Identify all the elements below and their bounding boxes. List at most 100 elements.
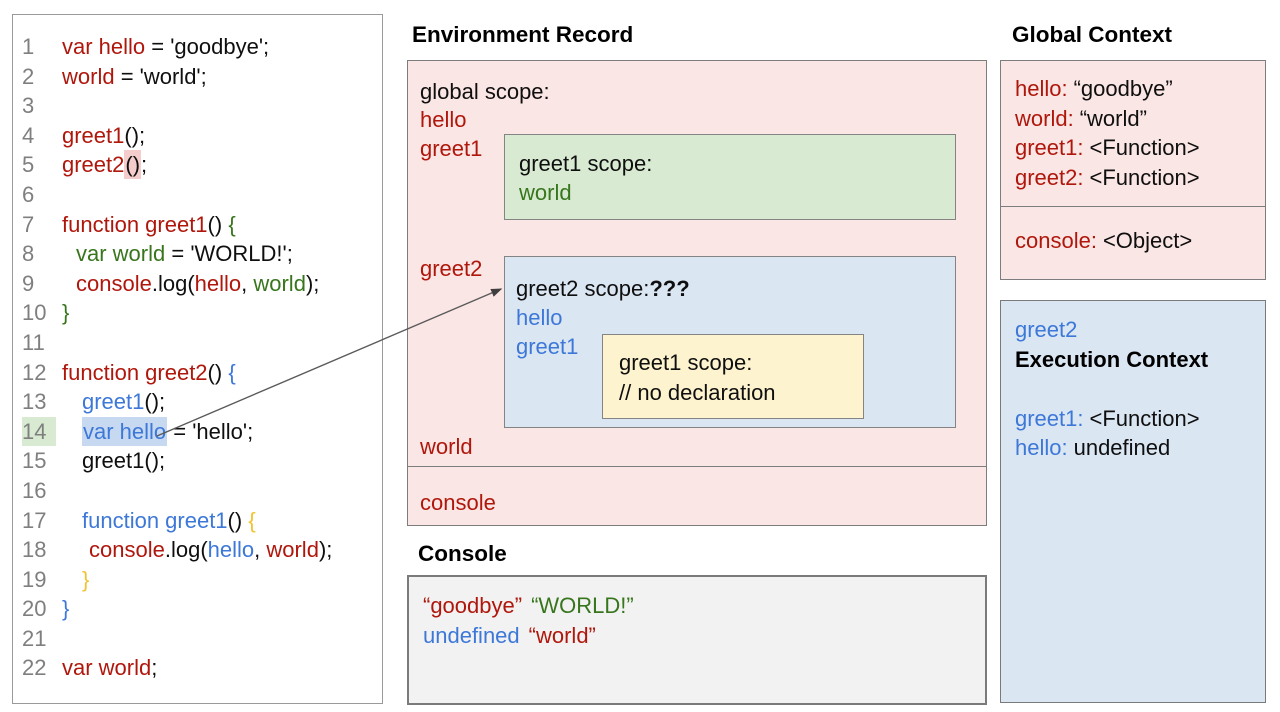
inner-greet1-scope-comment: // no declaration bbox=[619, 379, 776, 405]
code-token: (); bbox=[124, 122, 146, 148]
env-var-greet1: greet1 bbox=[420, 136, 483, 161]
global-context-value: <Function> bbox=[1089, 164, 1200, 190]
line-number: 3 bbox=[22, 93, 35, 119]
code-token: var world bbox=[62, 655, 152, 681]
console-output-line-2: undefined “world” bbox=[423, 621, 985, 651]
greet2-execution-context-box: greet2 Execution Context greet1:<Functio… bbox=[1000, 300, 1266, 703]
code-line-2: 2 world = 'world'; bbox=[13, 62, 382, 92]
code-token: function greet1 bbox=[62, 211, 208, 237]
code-line-19: 19} bbox=[13, 565, 382, 595]
greet2-scope-title: greet2 scope: bbox=[516, 276, 650, 301]
code-token: ); bbox=[318, 537, 333, 563]
code-token: var hello bbox=[62, 34, 146, 59]
code-token: greet1 bbox=[62, 122, 125, 148]
code-token: () bbox=[124, 150, 142, 180]
execution-context-function-name: greet2 bbox=[1015, 317, 1078, 342]
global-context-key: greet2: bbox=[1015, 164, 1084, 190]
code-text: function greet1() { bbox=[62, 212, 236, 237]
code-text: } bbox=[62, 567, 89, 592]
execution-context-value: <Function> bbox=[1089, 405, 1200, 431]
code-line-15: 15 greet1(); bbox=[13, 446, 382, 476]
line-number: 4 bbox=[22, 122, 35, 148]
line-number: 7 bbox=[22, 211, 35, 237]
global-context-key: world: bbox=[1015, 105, 1074, 131]
line-number: 1 bbox=[22, 34, 35, 59]
line-number: 22 bbox=[22, 655, 47, 681]
code-token: } bbox=[62, 300, 70, 326]
console-value: undefined bbox=[423, 623, 520, 648]
code-token: = 'hello'; bbox=[167, 418, 254, 444]
line-number: 8 bbox=[22, 241, 35, 267]
code-text: function greet2() { bbox=[62, 360, 236, 385]
code-text: var world = 'WORLD!'; bbox=[62, 241, 293, 266]
environment-record-title: Environment Record bbox=[412, 22, 634, 47]
execution-context-title: Execution Context bbox=[1015, 346, 1209, 372]
code-token: world bbox=[266, 537, 319, 563]
code-text: var world; bbox=[62, 655, 157, 680]
global-context-key: greet1: bbox=[1015, 135, 1084, 161]
env-var-greet2: greet2 bbox=[420, 256, 483, 281]
greet2-scope-var-greet1: greet1 bbox=[516, 334, 579, 359]
execution-context-key: hello: bbox=[1015, 435, 1068, 461]
line-number: 18 bbox=[22, 537, 47, 563]
code-token: = 'world'; bbox=[114, 63, 207, 89]
global-context-row: greet1:<Function> bbox=[1015, 133, 1265, 163]
code-token: () bbox=[207, 359, 229, 385]
code-token: greet1 bbox=[82, 389, 145, 415]
code-line-11: 11 bbox=[13, 328, 382, 358]
code-token: { bbox=[228, 211, 236, 237]
line-number: 2 bbox=[22, 63, 35, 89]
code-token: var world bbox=[76, 241, 166, 267]
code-line-16: 16 bbox=[13, 476, 382, 506]
greet2-scope-box: greet2 scope:??? hello greet1 greet1 sco… bbox=[504, 256, 956, 428]
console-object-box: console:<Object> bbox=[1000, 206, 1266, 280]
inner-greet1-scope-box: greet1 scope: // no declaration bbox=[602, 334, 864, 419]
code-line-20: 20} bbox=[13, 594, 382, 624]
line-number: 12 bbox=[22, 359, 47, 385]
code-token: } bbox=[82, 566, 90, 592]
code-text: } bbox=[62, 300, 69, 325]
code-token: { bbox=[228, 359, 236, 385]
code-line-4: 4 greet1(); bbox=[13, 121, 382, 151]
greet2-scope-question-marks: ??? bbox=[649, 276, 690, 301]
greet2-scope-title-row: greet2 scope:??? bbox=[516, 274, 955, 303]
code-text: greet1(); bbox=[62, 448, 165, 473]
code-token: hello bbox=[207, 537, 255, 563]
code-token: world bbox=[62, 63, 115, 89]
code-token: = 'WORLD!'; bbox=[165, 241, 293, 267]
console-title: Console bbox=[418, 541, 507, 566]
env-var-console: console bbox=[420, 490, 496, 515]
global-context-key: hello: bbox=[1015, 76, 1068, 101]
line-number: 5 bbox=[22, 152, 35, 178]
code-text: greet1(); bbox=[62, 123, 145, 148]
code-token: ; bbox=[151, 655, 158, 681]
code-token: var hello bbox=[82, 416, 168, 446]
global-context-row: world:“world” bbox=[1015, 104, 1265, 134]
execution-context-row: hello:undefined bbox=[1015, 433, 1265, 463]
code-token: ); bbox=[305, 270, 320, 296]
global-context-value: “goodbye” bbox=[1073, 76, 1173, 101]
code-token: greet1(); bbox=[82, 448, 166, 474]
code-token: { bbox=[248, 507, 256, 533]
console-value: “world” bbox=[528, 623, 596, 648]
code-token: , bbox=[241, 270, 254, 296]
execution-context-row: greet1:<Function> bbox=[1015, 404, 1265, 434]
env-var-world: world bbox=[420, 434, 473, 459]
code-line-10: 10} bbox=[13, 298, 382, 328]
global-context-row: hello:“goodbye” bbox=[1015, 74, 1265, 104]
code-line-21: 21 bbox=[13, 624, 382, 654]
code-token: greet2 bbox=[62, 152, 125, 178]
code-token: } bbox=[62, 596, 70, 622]
code-line-7: 7 function greet1() { bbox=[13, 210, 382, 240]
code-token: ; bbox=[141, 152, 148, 178]
line-number: 15 bbox=[22, 448, 47, 474]
line-number: 21 bbox=[22, 625, 47, 651]
line-number: 14 bbox=[22, 416, 56, 447]
code-token: = 'goodbye'; bbox=[145, 34, 270, 59]
code-line-5: 5 greet2(); bbox=[13, 150, 382, 180]
code-line-3: 3 bbox=[13, 91, 382, 121]
